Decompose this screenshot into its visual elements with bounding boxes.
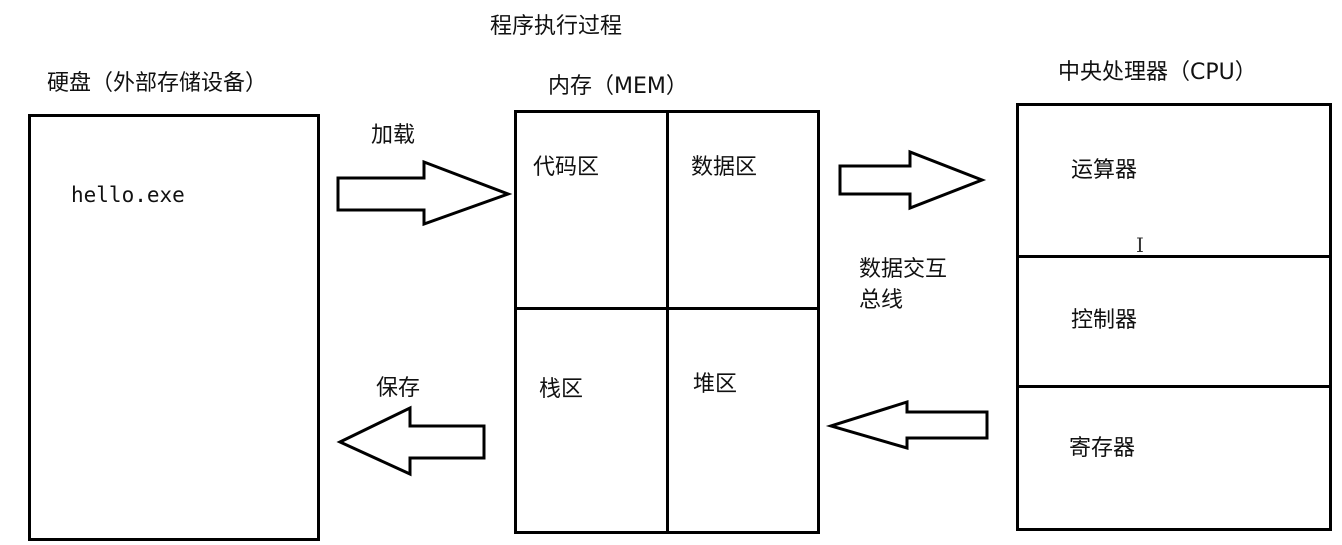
memory-cell-heap: 堆区 [693, 372, 738, 397]
memory-divider-vertical [666, 113, 669, 531]
cpu-divider-2 [1019, 385, 1329, 388]
memory-label: 内存（MEM） [548, 74, 688, 99]
text-cursor-icon: I [1136, 233, 1144, 257]
memory-cell-code: 代码区 [533, 155, 600, 180]
disk-box: hello.exe [28, 114, 320, 541]
memory-divider-horizontal [517, 307, 817, 310]
cpu-unit-register: 寄存器 [1069, 436, 1136, 461]
save-arrow-icon [336, 405, 486, 477]
memory-cell-data: 数据区 [691, 155, 758, 180]
disk-file-name: hello.exe [71, 183, 185, 207]
bus-label-line1: 数据交互 [859, 257, 948, 282]
load-arrow-icon [336, 159, 513, 227]
cpu-unit-alu: 运算器 [1071, 158, 1138, 183]
cpu-box: 运算器 控制器 寄存器 [1016, 103, 1332, 531]
cpu-divider-1 [1019, 255, 1329, 258]
bus-arrow-right-icon [838, 149, 987, 211]
memory-box: 代码区 数据区 栈区 堆区 [514, 110, 820, 534]
load-label: 加载 [371, 123, 416, 148]
save-label: 保存 [376, 376, 421, 401]
memory-cell-stack: 栈区 [539, 377, 584, 402]
cpu-unit-control: 控制器 [1071, 308, 1138, 333]
disk-label: 硬盘（外部存储设备） [47, 71, 268, 96]
bus-arrow-left-icon [825, 399, 989, 450]
diagram-title: 程序执行过程 [490, 14, 623, 39]
cpu-label: 中央处理器（CPU） [1058, 60, 1257, 85]
bus-label-line2: 总线 [859, 288, 904, 313]
